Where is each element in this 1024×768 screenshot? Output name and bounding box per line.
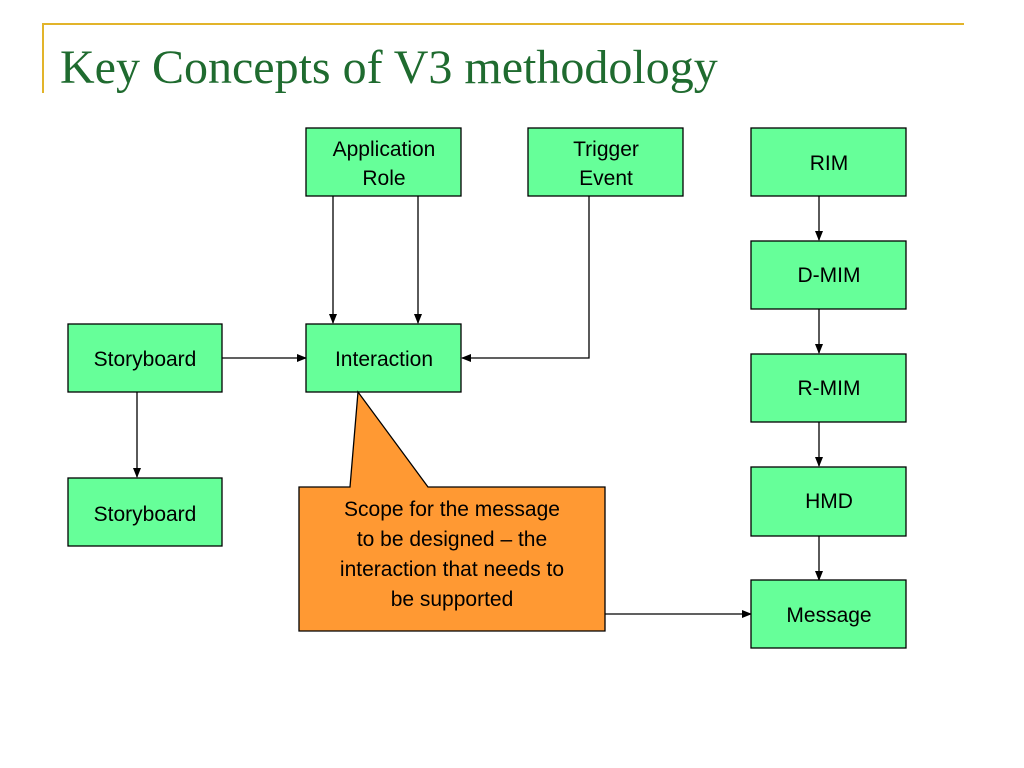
text-line: Role xyxy=(362,167,405,190)
arrow-trigger-event-to-interaction xyxy=(461,196,590,362)
text-line: interaction that needs to xyxy=(340,558,564,581)
node-label-message: Message xyxy=(786,604,871,627)
scope-callout: Scope for the message to be designed – th… xyxy=(298,390,606,632)
text-line: RIM xyxy=(810,152,849,175)
slide-title: Key Concepts of V3 methodology xyxy=(60,41,718,94)
node-r-mim: R-MIM xyxy=(750,353,907,423)
text-line: Event xyxy=(579,167,633,190)
node-storyboard-bottom: Storyboard xyxy=(67,477,223,547)
node-label-interaction: Interaction xyxy=(335,348,433,371)
text-line: HMD xyxy=(805,490,853,513)
text-line: Message xyxy=(786,604,871,627)
callout-text: Scope for the message to be designed – th… xyxy=(340,498,564,611)
text-line: R-MIM xyxy=(798,377,861,400)
node-d-mim: D-MIM xyxy=(750,240,907,310)
text-line: Scope for the message xyxy=(344,498,560,521)
node-label-d-mim: D-MIM xyxy=(798,264,861,287)
node-label-rim: RIM xyxy=(810,152,849,175)
text-line: Storyboard xyxy=(94,348,197,371)
text-line: Interaction xyxy=(335,348,433,371)
text-line: D-MIM xyxy=(798,264,861,287)
node-label-storyboard-bottom: Storyboard xyxy=(94,503,197,526)
node-message: Message xyxy=(750,579,907,649)
title-accent-line xyxy=(42,23,964,25)
connectors xyxy=(133,196,823,618)
node-hmd: HMD xyxy=(750,466,907,537)
title-accent-bar xyxy=(42,23,44,93)
text-line: Storyboard xyxy=(94,503,197,526)
node-rim: RIM xyxy=(750,127,907,197)
text-line: be supported xyxy=(391,588,514,611)
node-storyboard-top: Storyboard xyxy=(67,323,223,393)
node-label-r-mim: R-MIM xyxy=(798,377,861,400)
text-line: to be designed – the xyxy=(357,528,547,551)
node-label-storyboard-top: Storyboard xyxy=(94,348,197,371)
text-line: Trigger xyxy=(573,138,639,161)
text-line: Application xyxy=(333,138,436,161)
node-interaction: Interaction xyxy=(305,323,462,393)
node-label-hmd: HMD xyxy=(805,490,853,513)
